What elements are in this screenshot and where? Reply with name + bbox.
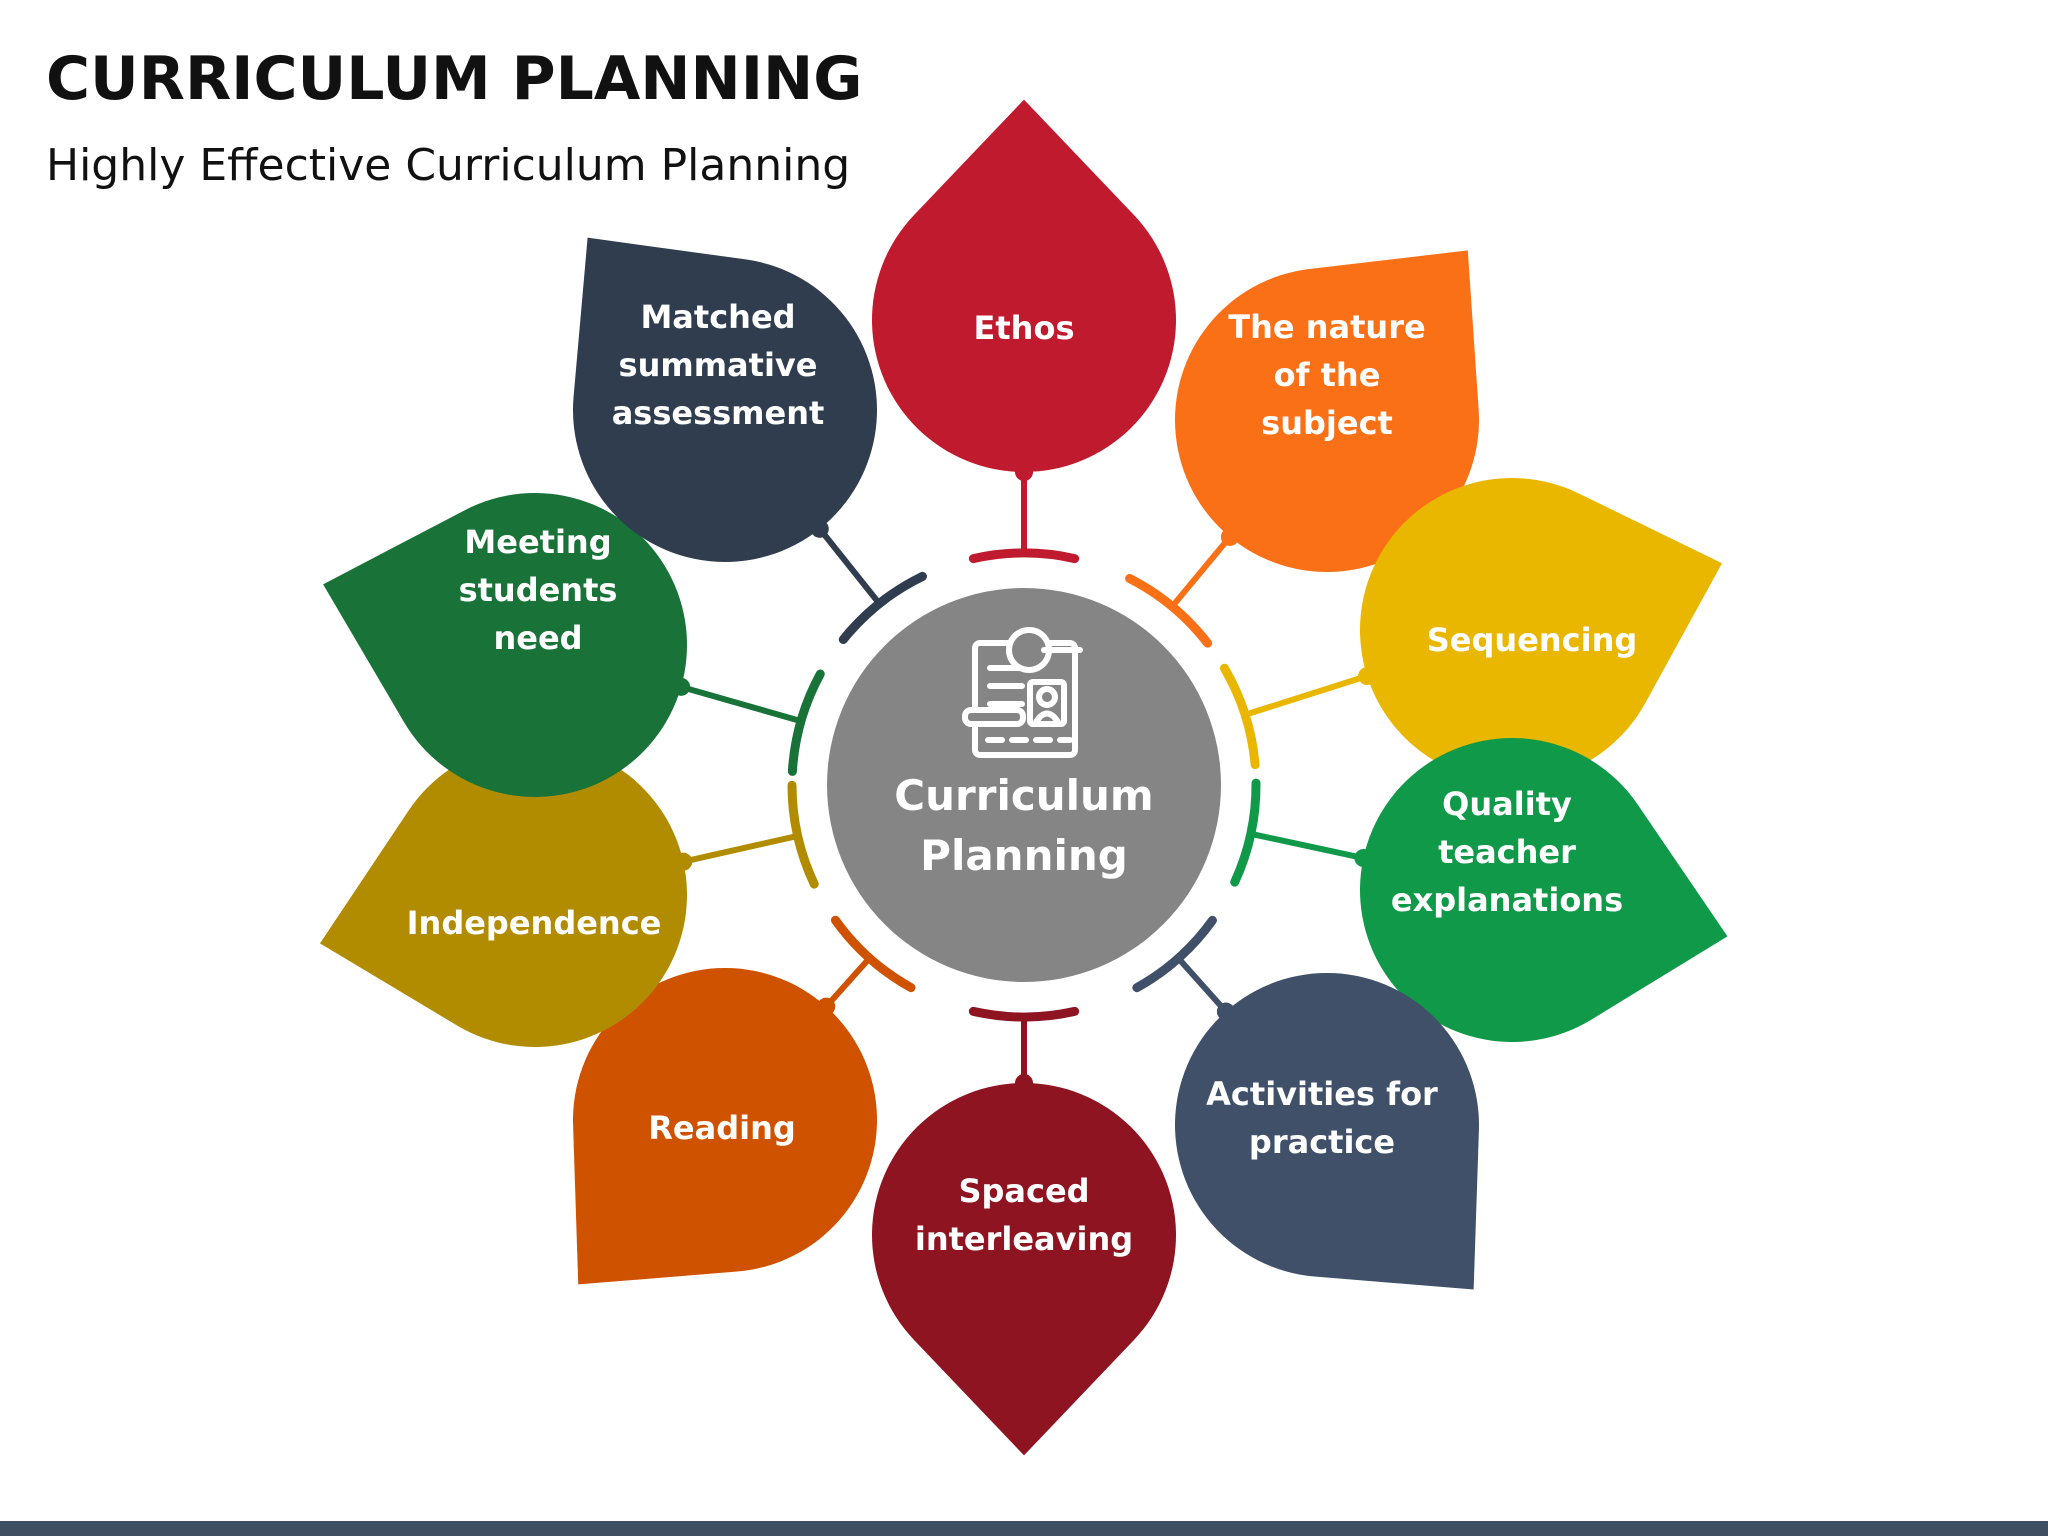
ring-segment-meeting-students-need (787, 669, 825, 776)
petal-label-matched-summative-assessment: assessment (612, 394, 825, 432)
connector-quality-teacher-explanations (1250, 830, 1365, 861)
connector-reading (823, 956, 872, 1009)
petal-label-matched-summative-assessment: Matched (640, 298, 795, 336)
ring-segment-independence (787, 780, 819, 889)
petal-ethos (872, 99, 1177, 472)
petal-spaced-interleaving (872, 1082, 1176, 1456)
petal-nature-of-subject (1174, 250, 1479, 572)
petal-label-quality-teacher-explanations: explanations (1391, 881, 1623, 919)
connector-meeting-students-need (680, 683, 802, 725)
petal-label-activities-for-practice: Activities for (1206, 1075, 1438, 1113)
center-label-line-2: Planning (920, 831, 1128, 880)
connector-independence (682, 832, 799, 865)
center-circle (827, 588, 1221, 982)
petal-quality-teacher-explanations (1360, 738, 1728, 1042)
petal-label-meeting-students-need: students (459, 571, 618, 609)
petal-independence (319, 743, 687, 1047)
connector-sequencing (1244, 673, 1369, 718)
ring-segment-activities-for-practice (1132, 915, 1217, 993)
slide-title: CURRICULUM PLANNING (46, 44, 863, 114)
petal-label-meeting-students-need: Meeting (464, 523, 611, 561)
center-hub: Curriculum Planning (827, 588, 1221, 982)
ring-segment-nature-of-subject (1125, 573, 1213, 648)
ring-segment-sequencing (1219, 663, 1260, 770)
ring-segment-reading (830, 915, 916, 993)
ring-segment-spaced-interleaving (968, 1006, 1080, 1022)
petal-label-nature-of-subject: The nature (1228, 308, 1425, 346)
ring-segment-ethos (968, 548, 1080, 564)
petal-label-quality-teacher-explanations: Quality (1442, 785, 1572, 823)
petal-label-meeting-students-need: need (493, 619, 582, 657)
ring-segment-quality-teacher-explanations (1230, 778, 1261, 887)
petal-label-quality-teacher-explanations: teacher (1438, 833, 1576, 871)
petal-meeting-students-need (323, 492, 687, 797)
petal-activities-for-practice (1175, 973, 1479, 1290)
petal-label-independence: Independence (407, 904, 662, 942)
curriculum-document-icon (962, 627, 1083, 758)
petal-label-ethos: Ethos (974, 309, 1075, 347)
petal-label-activities-for-practice: practice (1249, 1123, 1395, 1161)
petal-label-matched-summative-assessment: summative (619, 346, 818, 384)
petal-label-reading: Reading (648, 1109, 796, 1147)
connector-nature-of-subject (1169, 535, 1233, 609)
slide-subtitle: Highly Effective Curriculum Planning (46, 140, 851, 191)
petal-label-spaced-interleaving: Spaced (958, 1172, 1089, 1210)
petal-label-nature-of-subject: of the (1274, 356, 1381, 394)
footer-bar (0, 1521, 2048, 1536)
ring-segments (787, 548, 1261, 1022)
petal-label-sequencing: Sequencing (1427, 621, 1638, 659)
petal-matched-summative-assessment (573, 237, 878, 563)
connector-activities-for-practice (1176, 956, 1229, 1014)
ring-segment-matched-summative-assessment (838, 571, 927, 645)
petals: Ethos The nature of the subjectSequencingQu… (319, 99, 1728, 1456)
petal-label-spaced-interleaving: interleaving (915, 1220, 1133, 1258)
petal-label-nature-of-subject: subject (1261, 404, 1393, 442)
petal-sequencing (1360, 478, 1723, 782)
petal-reading (573, 968, 877, 1285)
connector-matched-summative-assessment (817, 526, 882, 606)
center-label-line-1: Curriculum (894, 771, 1153, 820)
